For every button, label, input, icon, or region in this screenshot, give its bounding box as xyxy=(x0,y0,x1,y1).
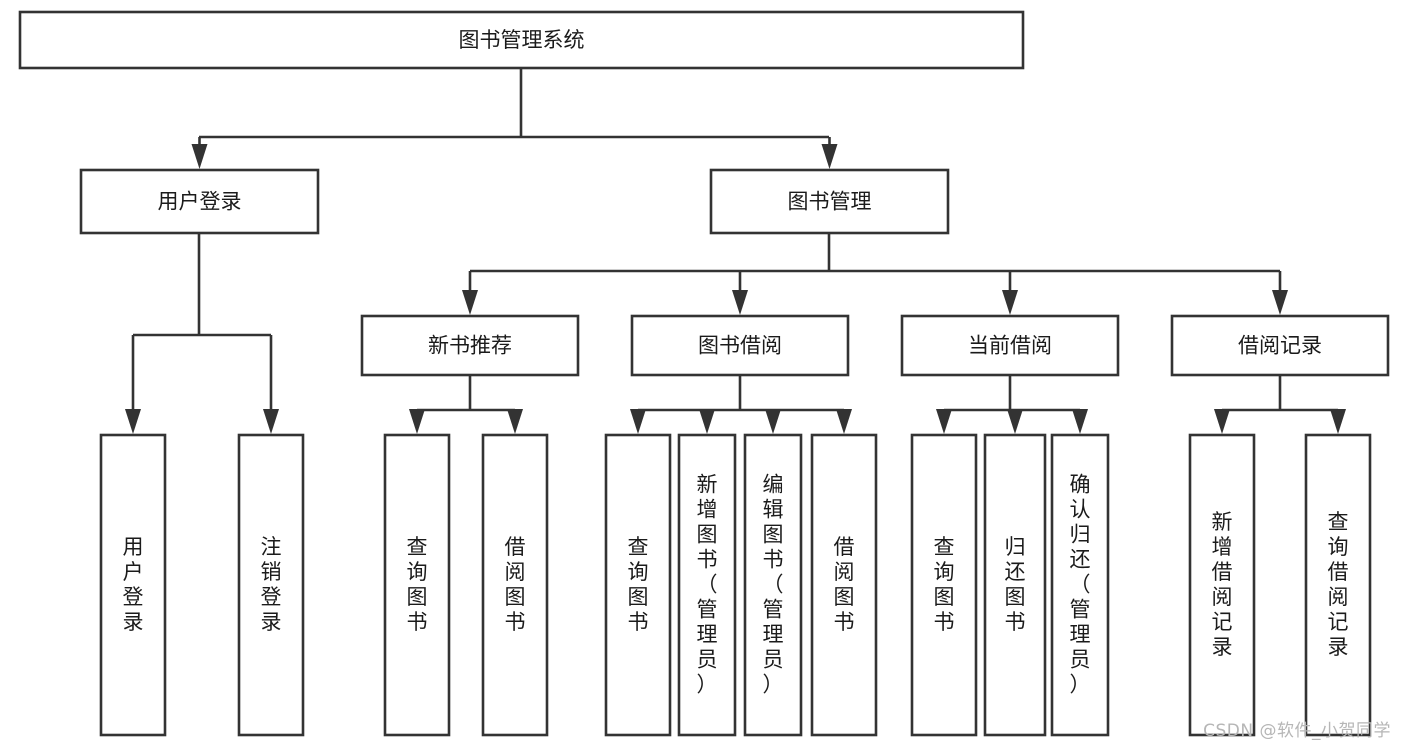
node-box-book-manage[interactable] xyxy=(709,168,950,235)
watermark-text: CSDN @软件_小贺同学 xyxy=(1203,721,1391,741)
edge-book-manage-to-borrow-record xyxy=(1272,271,1288,315)
node-leaf-bb-query[interactable]: 查询图书 xyxy=(604,433,672,737)
connector-new-book-bus xyxy=(417,375,515,412)
node-box-borrow-record[interactable] xyxy=(1170,314,1390,377)
node-label-leaf-bb-edit: 编辑图书（管理员） xyxy=(763,473,784,697)
node-box-current-borrow[interactable] xyxy=(900,314,1120,377)
node-box-leaf-cb-query[interactable] xyxy=(910,433,978,737)
edges-layer xyxy=(125,68,1346,434)
node-leaf-cb-confirm[interactable]: 确认归还（管理员） xyxy=(1050,433,1110,737)
node-label-book-manage: 图书管理 xyxy=(788,190,872,214)
connector-user-login-bus xyxy=(133,233,271,337)
node-leaf-logout[interactable]: 注销登录 xyxy=(237,433,305,737)
edge-book-manage-to-new-book-rec xyxy=(462,271,478,315)
node-label-book-borrow: 图书借阅 xyxy=(698,334,782,358)
node-box-leaf-cb-confirm[interactable] xyxy=(1050,433,1110,737)
node-leaf-bb-borrow[interactable]: 借阅图书 xyxy=(810,433,878,737)
edge-book-manage-to-book-borrow xyxy=(732,271,748,315)
node-box-user-login[interactable] xyxy=(79,168,320,235)
node-root[interactable]: 图书管理系统 xyxy=(18,10,1025,70)
connector-current-borrow-bus xyxy=(944,375,1080,412)
node-borrow-record[interactable]: 借阅记录 xyxy=(1170,314,1390,377)
node-label-leaf-cb-return: 归还图书 xyxy=(1005,535,1026,634)
node-leaf-cb-query[interactable]: 查询图书 xyxy=(910,433,978,737)
node-leaf-cb-return[interactable]: 归还图书 xyxy=(983,433,1047,737)
node-box-leaf-rec-borrow[interactable] xyxy=(481,433,549,737)
connector-book-borrow-bus xyxy=(638,375,844,412)
edge-root-to-user-login xyxy=(191,137,208,169)
node-box-leaf-bb-borrow[interactable] xyxy=(810,433,878,737)
edge-borrow-record-to-leaf-br-add xyxy=(1214,409,1230,434)
node-box-leaf-br-query[interactable] xyxy=(1304,433,1372,737)
node-label-leaf-br-add: 新增借阅记录 xyxy=(1212,510,1233,659)
node-label-leaf-rec-query: 查询图书 xyxy=(407,535,428,634)
node-box-leaf-rec-query[interactable] xyxy=(383,433,451,737)
edge-user-login-to-leaf-logout xyxy=(263,335,279,434)
edge-new-book-rec-to-leaf-rec-query xyxy=(409,409,425,434)
node-leaf-rec-query[interactable]: 查询图书 xyxy=(383,433,451,737)
node-box-book-borrow[interactable] xyxy=(630,314,850,377)
edge-current-borrow-to-leaf-cb-query xyxy=(936,409,952,434)
node-label-current-borrow: 当前借阅 xyxy=(968,334,1052,358)
node-leaf-bb-edit[interactable]: 编辑图书（管理员） xyxy=(743,433,803,737)
node-label-leaf-bb-query: 查询图书 xyxy=(628,535,649,634)
node-box-leaf-logout[interactable] xyxy=(237,433,305,737)
node-label-user-login: 用户登录 xyxy=(158,190,242,214)
edge-book-borrow-to-leaf-bb-borrow xyxy=(836,409,852,434)
node-book-manage[interactable]: 图书管理 xyxy=(709,168,950,235)
node-current-borrow[interactable]: 当前借阅 xyxy=(900,314,1120,377)
node-label-root: 图书管理系统 xyxy=(459,28,585,52)
node-label-leaf-user-login: 用户登录 xyxy=(123,535,144,634)
edge-root-to-book-manage xyxy=(821,137,838,169)
edge-book-borrow-to-leaf-bb-query xyxy=(630,409,646,434)
edge-book-borrow-to-leaf-bb-add xyxy=(699,409,715,434)
edge-current-borrow-to-leaf-cb-confirm xyxy=(1072,409,1088,434)
node-leaf-bb-add[interactable]: 新增图书（管理员） xyxy=(677,433,737,737)
edge-book-borrow-to-leaf-bb-edit xyxy=(765,409,781,434)
edge-user-login-to-leaf-user-login xyxy=(125,335,141,434)
node-leaf-br-add[interactable]: 新增借阅记录 xyxy=(1188,433,1256,737)
node-box-leaf-bb-query[interactable] xyxy=(604,433,672,737)
edge-new-book-rec-to-leaf-rec-borrow xyxy=(507,409,523,434)
node-box-leaf-br-add[interactable] xyxy=(1188,433,1256,737)
node-box-leaf-bb-edit[interactable] xyxy=(743,433,803,737)
node-label-leaf-br-query: 查询借阅记录 xyxy=(1328,510,1349,659)
edge-current-borrow-to-leaf-cb-return xyxy=(1007,409,1023,434)
node-label-leaf-bb-add: 新增图书（管理员） xyxy=(697,473,718,697)
edge-book-manage-to-current-borrow xyxy=(1002,271,1018,315)
node-label-leaf-cb-confirm: 确认归还（管理员） xyxy=(1070,473,1091,697)
node-label-leaf-logout: 注销登录 xyxy=(261,535,282,634)
connector-book-manage-bus xyxy=(470,233,1280,273)
node-label-new-book-rec: 新书推荐 xyxy=(428,334,512,358)
connector-borrow-record-bus xyxy=(1222,375,1338,412)
node-label-leaf-bb-borrow: 借阅图书 xyxy=(834,535,855,634)
node-box-leaf-bb-add[interactable] xyxy=(677,433,737,737)
node-new-book-rec[interactable]: 新书推荐 xyxy=(360,314,580,377)
node-label-leaf-rec-borrow: 借阅图书 xyxy=(505,535,526,634)
node-label-borrow-record: 借阅记录 xyxy=(1238,334,1322,358)
node-leaf-rec-borrow[interactable]: 借阅图书 xyxy=(481,433,549,737)
node-leaf-user-login[interactable]: 用户登录 xyxy=(99,433,167,737)
node-box-leaf-user-login[interactable] xyxy=(99,433,167,737)
node-leaf-br-query[interactable]: 查询借阅记录 xyxy=(1304,433,1372,737)
node-box-new-book-rec[interactable] xyxy=(360,314,580,377)
node-box-root[interactable] xyxy=(18,10,1025,70)
connector-root-bus xyxy=(199,68,829,139)
node-user-login[interactable]: 用户登录 xyxy=(79,168,320,235)
node-box-leaf-cb-return[interactable] xyxy=(983,433,1047,737)
nodes-layer: 图书管理系统用户登录图书管理新书推荐图书借阅当前借阅借阅记录用户登录注销登录查询… xyxy=(18,10,1390,737)
edge-borrow-record-to-leaf-br-query xyxy=(1330,409,1346,434)
node-label-leaf-cb-query: 查询图书 xyxy=(934,535,955,634)
node-book-borrow[interactable]: 图书借阅 xyxy=(630,314,850,377)
